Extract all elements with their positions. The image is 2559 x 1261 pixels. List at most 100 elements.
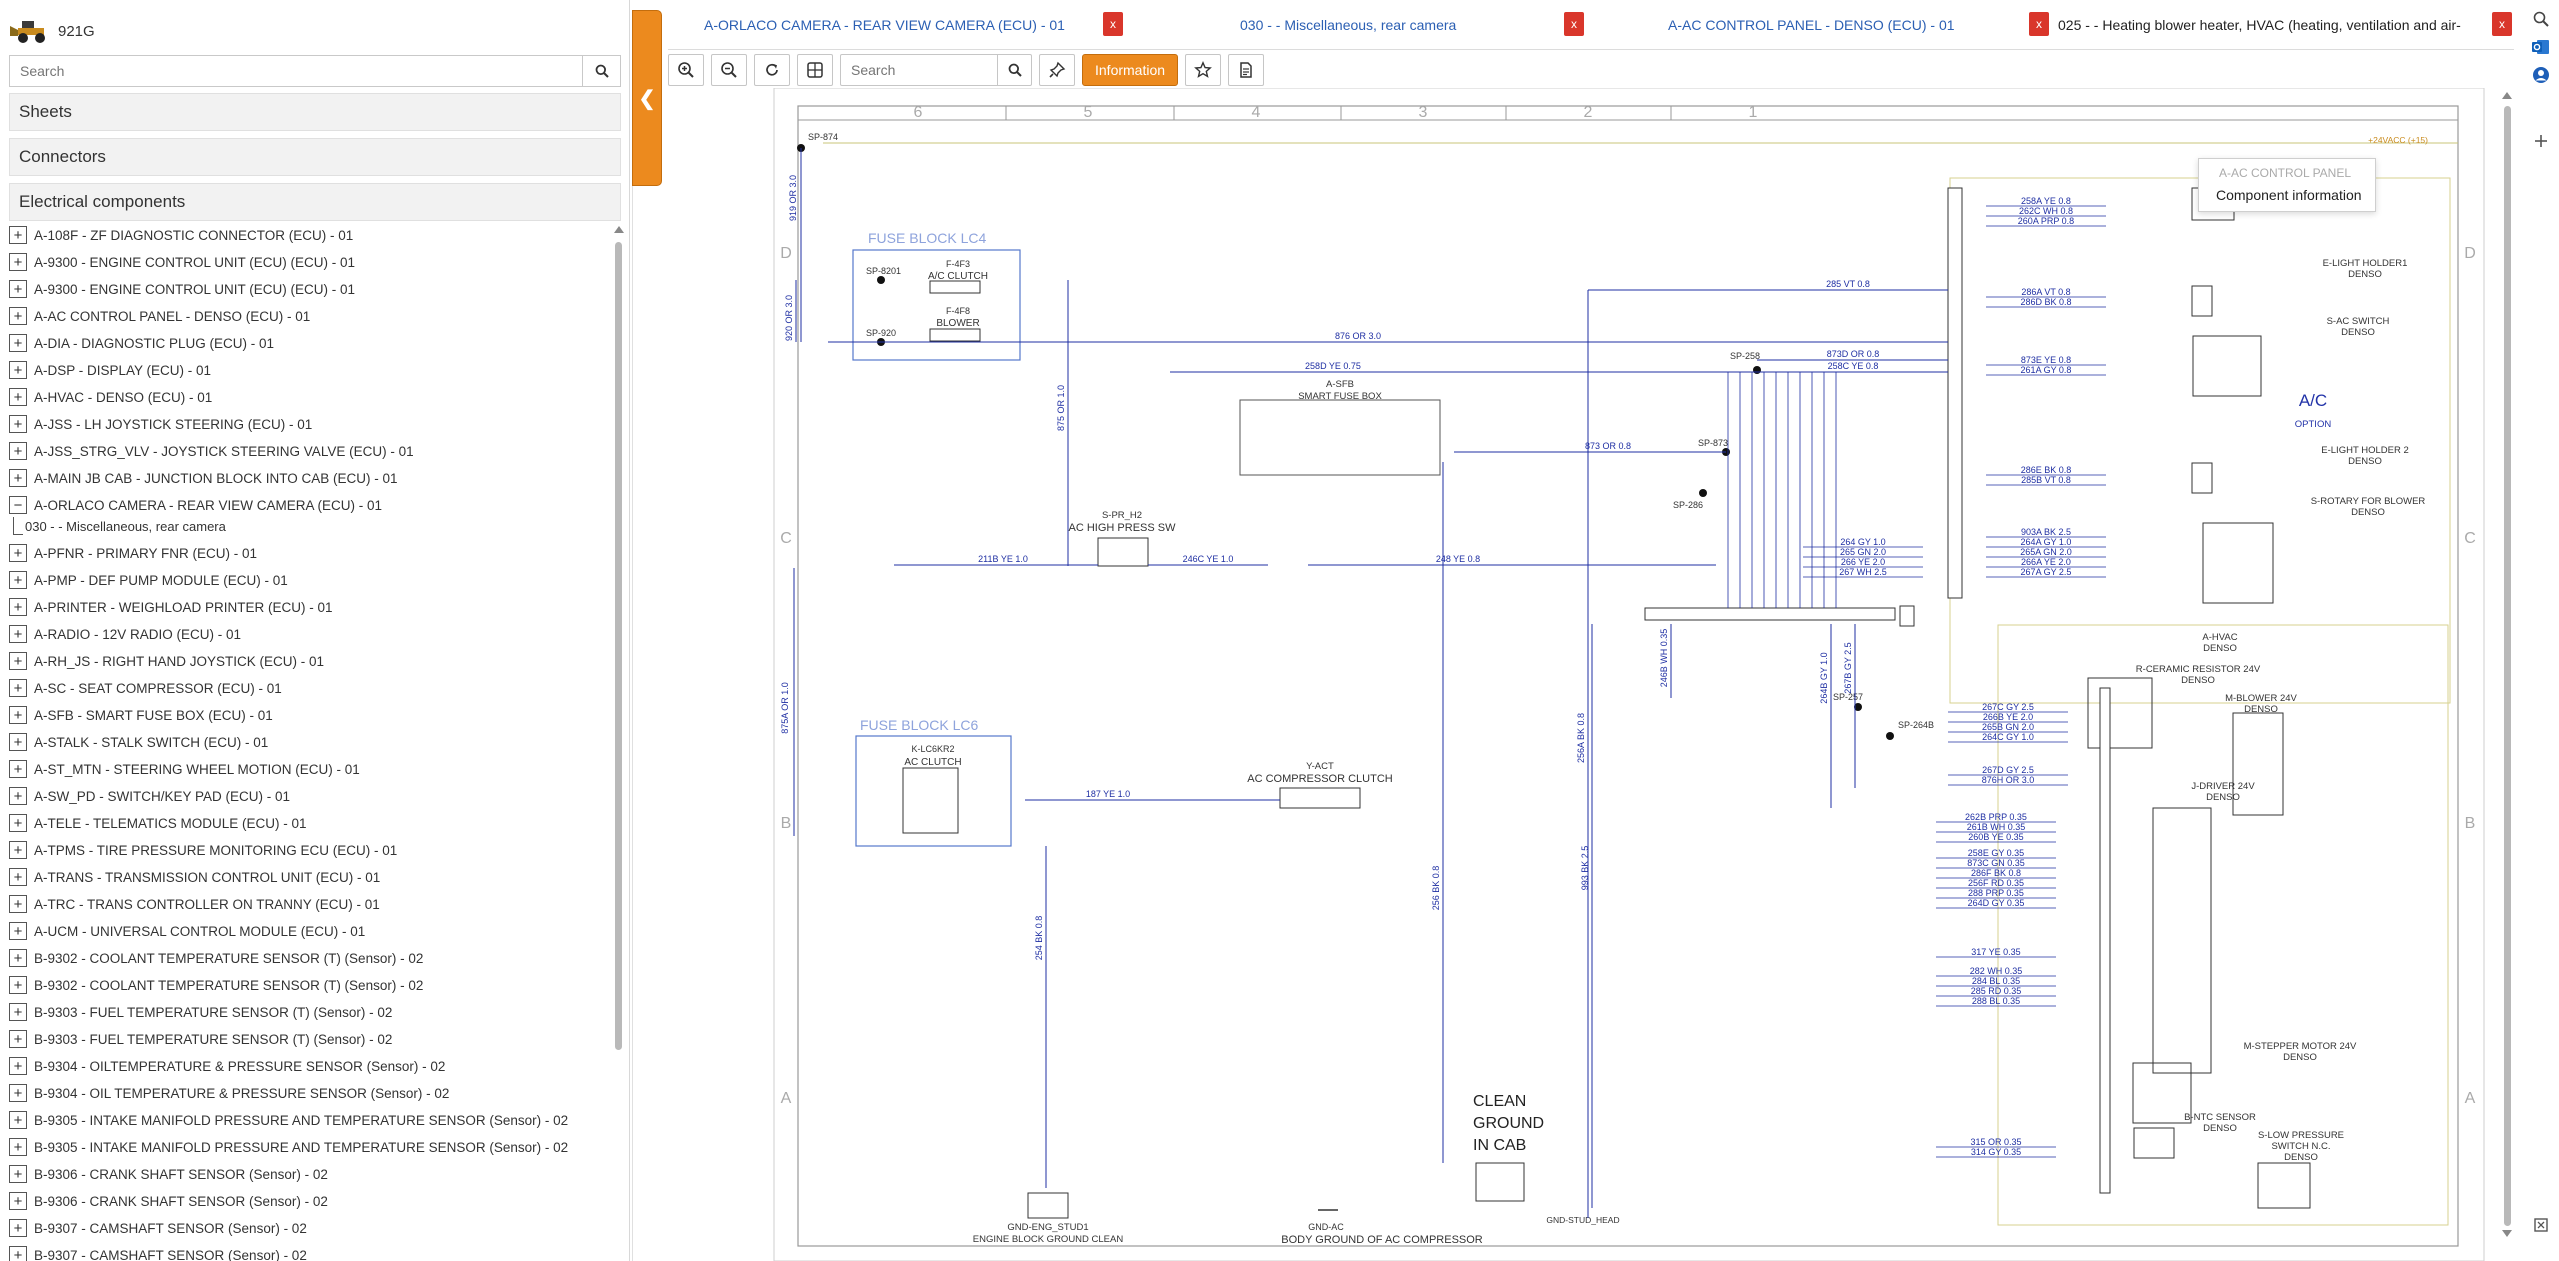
tree-item[interactable]: +B-9305 - INTAKE MANIFOLD PRESSURE AND T… bbox=[9, 1136, 568, 1158]
tab-orlaco-camera[interactable]: A-ORLACO CAMERA - REAR VIEW CAMERA (ECU)… bbox=[704, 12, 1094, 38]
tree-item[interactable]: +A-JSS - LH JOYSTICK STEERING (ECU) - 01 bbox=[9, 413, 312, 435]
expand-icon[interactable]: + bbox=[9, 1246, 27, 1261]
diagram-scrollbar[interactable] bbox=[2500, 90, 2514, 1240]
expand-icon[interactable]: + bbox=[9, 388, 27, 406]
connector-strip[interactable] bbox=[1644, 607, 1896, 621]
expand-icon[interactable]: + bbox=[9, 1057, 27, 1075]
add-button[interactable] bbox=[2530, 130, 2552, 152]
expand-icon[interactable]: + bbox=[9, 1165, 27, 1183]
fuse-block-lc6[interactable] bbox=[855, 735, 1012, 847]
relay-symbol[interactable] bbox=[902, 767, 959, 834]
expand-icon[interactable]: + bbox=[9, 544, 27, 562]
fullscreen-button[interactable] bbox=[2530, 1214, 2552, 1236]
tree-item[interactable]: +A-DIA - DIAGNOSTIC PLUG (ECU) - 01 bbox=[9, 332, 274, 354]
expand-icon[interactable]: + bbox=[9, 1111, 27, 1129]
tab-ac-control-panel[interactable]: A-AC CONTROL PANEL - DENSO (ECU) - 01 bbox=[1668, 12, 1998, 38]
ceramic-resistor-symbol[interactable] bbox=[2087, 677, 2153, 749]
sheets-section[interactable]: Sheets bbox=[9, 93, 621, 131]
tree-item[interactable]: +A-HVAC - DENSO (ECU) - 01 bbox=[9, 386, 212, 408]
scroll-up-icon[interactable] bbox=[2502, 92, 2512, 99]
close-tab-orlaco-camera[interactable]: x bbox=[1103, 12, 1123, 36]
tree-item[interactable]: +A-ST_MTN - STEERING WHEEL MOTION (ECU) … bbox=[9, 758, 360, 780]
expand-icon[interactable]: + bbox=[9, 253, 27, 271]
close-tab-ac-control-panel[interactable]: x bbox=[2029, 12, 2049, 36]
tree-item[interactable]: +A-AC CONTROL PANEL - DENSO (ECU) - 01 bbox=[9, 305, 310, 327]
expand-icon[interactable]: + bbox=[9, 760, 27, 778]
fit-to-screen-button[interactable] bbox=[797, 54, 833, 86]
ac-switch-symbol[interactable] bbox=[2192, 335, 2262, 397]
fuse-block-lc4[interactable] bbox=[852, 249, 1021, 361]
expand-icon[interactable]: + bbox=[9, 469, 27, 487]
tree-item[interactable]: +A-SW_PD - SWITCH/KEY PAD (ECU) - 01 bbox=[9, 785, 290, 807]
zoom-in-button[interactable] bbox=[668, 54, 704, 86]
tree-item[interactable]: +A-DSP - DISPLAY (ECU) - 01 bbox=[9, 359, 211, 381]
tree-item[interactable]: +A-MAIN JB CAB - JUNCTION BLOCK INTO CAB… bbox=[9, 467, 398, 489]
expand-icon[interactable]: + bbox=[9, 1138, 27, 1156]
fuse-symbol[interactable] bbox=[929, 280, 981, 294]
expand-icon[interactable]: + bbox=[9, 334, 27, 352]
expand-icon[interactable]: + bbox=[9, 1192, 27, 1210]
diagram-search-button[interactable] bbox=[997, 55, 1031, 85]
connector-x-hvac[interactable] bbox=[1899, 605, 1915, 627]
expand-icon[interactable]: + bbox=[9, 1030, 27, 1048]
expand-icon[interactable]: + bbox=[9, 361, 27, 379]
expand-icon[interactable]: + bbox=[9, 226, 27, 244]
close-tab-miscellaneous-rear-camera[interactable]: x bbox=[1564, 12, 1584, 36]
diagram-search-input[interactable] bbox=[841, 55, 997, 85]
tree-item[interactable]: +A-STALK - STALK SWITCH (ECU) - 01 bbox=[9, 731, 268, 753]
expand-icon[interactable]: + bbox=[9, 598, 27, 616]
tab-heating-blower[interactable]: 025 - - Heating blower heater, HVAC (hea… bbox=[2058, 12, 2488, 38]
tree-item[interactable]: +B-9307 - CAMSHAFT SENSOR (Sensor) - 02 bbox=[9, 1217, 307, 1239]
expand-icon[interactable]: + bbox=[9, 787, 27, 805]
tree-item[interactable]: +A-TRC - TRANS CONTROLLER ON TRANNY (ECU… bbox=[9, 893, 380, 915]
rotary-switch-symbol[interactable] bbox=[2202, 522, 2274, 604]
connector-x12[interactable] bbox=[1947, 187, 1963, 599]
favorite-button[interactable] bbox=[1185, 54, 1222, 86]
user-button[interactable] bbox=[2530, 64, 2552, 86]
collapse-panel-button[interactable]: ❮ bbox=[632, 10, 662, 186]
electrical-components-section[interactable]: Electrical components bbox=[9, 183, 621, 221]
expand-icon[interactable]: + bbox=[9, 679, 27, 697]
expand-icon[interactable]: + bbox=[9, 1219, 27, 1237]
tree-child-item[interactable]: 030 - - Miscellaneous, rear camera bbox=[13, 515, 226, 537]
scroll-thumb[interactable] bbox=[615, 242, 622, 1050]
tree-item[interactable]: −A-ORLACO CAMERA - REAR VIEW CAMERA (ECU… bbox=[9, 494, 382, 516]
fuse-symbol[interactable] bbox=[929, 328, 981, 342]
expand-icon[interactable]: + bbox=[9, 895, 27, 913]
expand-icon[interactable]: + bbox=[9, 976, 27, 994]
tree-item[interactable]: +B-9306 - CRANK SHAFT SENSOR (Sensor) - … bbox=[9, 1163, 328, 1185]
expand-icon[interactable]: + bbox=[9, 415, 27, 433]
reset-view-button[interactable] bbox=[754, 54, 790, 86]
search-button[interactable] bbox=[2530, 8, 2552, 30]
tree-item[interactable]: +A-PFNR - PRIMARY FNR (ECU) - 01 bbox=[9, 542, 257, 564]
coil-symbol[interactable] bbox=[1279, 787, 1361, 809]
tree-item[interactable]: +A-UCM - UNIVERSAL CONTROL MODULE (ECU) … bbox=[9, 920, 365, 942]
ntc-sensor-symbol[interactable] bbox=[2133, 1127, 2175, 1159]
pin-button[interactable] bbox=[1039, 54, 1075, 86]
tree-item[interactable]: +B-9304 - OIL TEMPERATURE & PRESSURE SEN… bbox=[9, 1082, 449, 1104]
tree-item[interactable]: +A-PMP - DEF PUMP MODULE (ECU) - 01 bbox=[9, 569, 288, 591]
tree-item[interactable]: +A-RADIO - 12V RADIO (ECU) - 01 bbox=[9, 623, 241, 645]
expand-icon[interactable]: + bbox=[9, 571, 27, 589]
tree-item[interactable]: +A-PRINTER - WEIGHLOAD PRINTER (ECU) - 0… bbox=[9, 596, 333, 618]
tree-item[interactable]: +A-SC - SEAT COMPRESSOR (ECU) - 01 bbox=[9, 677, 282, 699]
pressure-switch-symbol[interactable] bbox=[1097, 537, 1149, 567]
export-button[interactable] bbox=[1228, 54, 1265, 86]
component-search-input[interactable] bbox=[10, 56, 582, 86]
expand-icon[interactable]: + bbox=[9, 868, 27, 886]
expand-icon[interactable]: + bbox=[9, 625, 27, 643]
tree-item[interactable]: +A-JSS_STRG_VLV - JOYSTICK STEERING VALV… bbox=[9, 440, 414, 462]
expand-icon[interactable]: + bbox=[9, 733, 27, 751]
component-tree-scrollbar[interactable] bbox=[612, 224, 624, 1261]
expand-icon[interactable]: + bbox=[9, 922, 27, 940]
tree-item[interactable]: +B-9302 - COOLANT TEMPERATURE SENSOR (T)… bbox=[9, 974, 423, 996]
expand-icon[interactable]: + bbox=[9, 1084, 27, 1102]
tree-item[interactable]: +B-9303 - FUEL TEMPERATURE SENSOR (T) (S… bbox=[9, 1028, 392, 1050]
tree-item[interactable]: +A-RH_JS - RIGHT HAND JOYSTICK (ECU) - 0… bbox=[9, 650, 324, 672]
tree-item[interactable]: +B-9303 - FUEL TEMPERATURE SENSOR (T) (S… bbox=[9, 1001, 392, 1023]
tree-item[interactable]: +B-9304 - OILTEMPERATURE & PRESSURE SENS… bbox=[9, 1055, 445, 1077]
light-holder-2[interactable] bbox=[2191, 462, 2213, 494]
tree-item[interactable]: +A-9300 - ENGINE CONTROL UNIT (ECU) (ECU… bbox=[9, 251, 355, 273]
tree-item[interactable]: +A-TRANS - TRANSMISSION CONTROL UNIT (EC… bbox=[9, 866, 380, 888]
